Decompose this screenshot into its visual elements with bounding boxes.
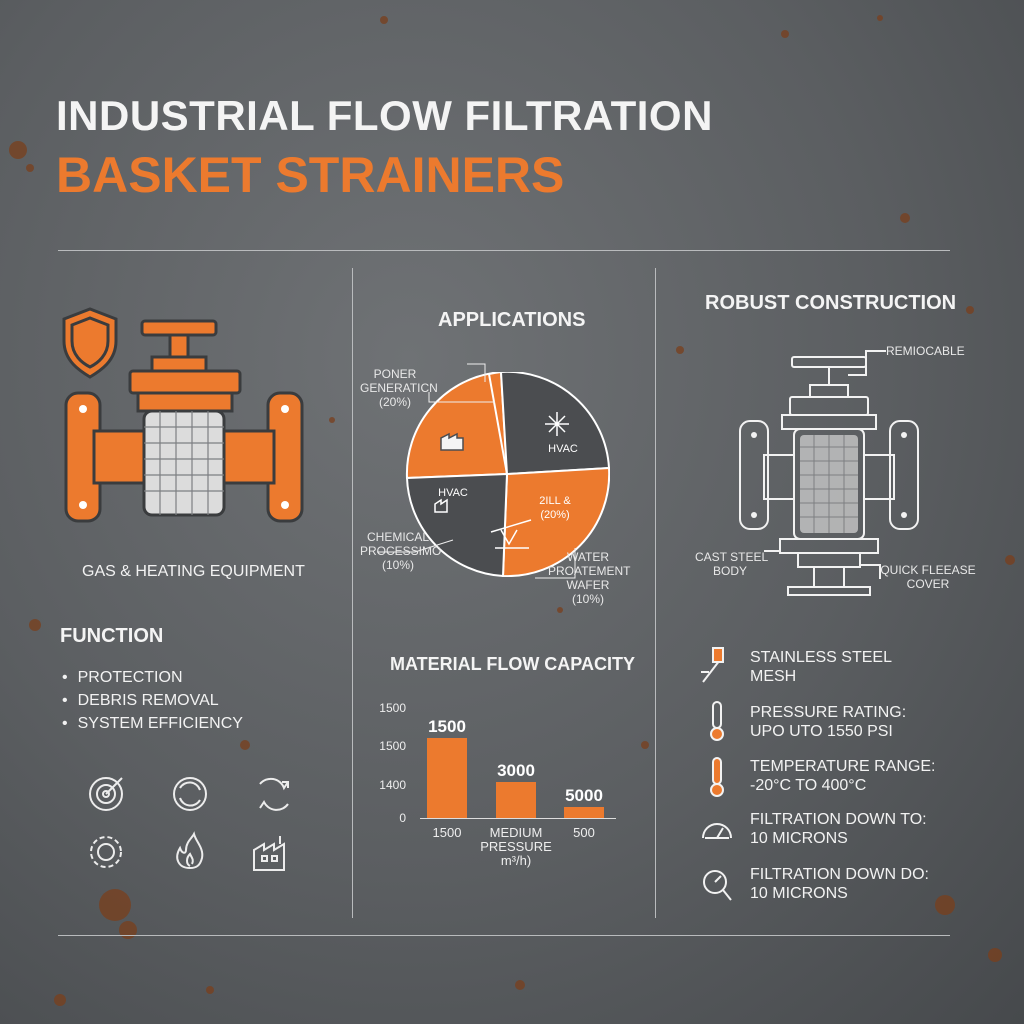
spec-temperature: TEMPERATURE RANGE: -20°C TO 400°C	[750, 758, 936, 794]
pie-label-power: PONER GENERATICN (20%)	[360, 367, 438, 409]
y-tick-label: 1400	[379, 778, 406, 792]
function-heading: FUNCTION	[60, 625, 164, 647]
recycle-icon	[259, 777, 289, 811]
function-icons	[89, 777, 289, 871]
factory-icon	[440, 432, 464, 451]
bar-value-label: 5000	[565, 786, 603, 805]
construction-heading: ROBUST CONSTRUCTION	[705, 292, 957, 314]
x-category-label: 1500	[432, 825, 462, 840]
bar	[496, 782, 536, 818]
applications-heading: APPLICATIONS	[438, 309, 586, 331]
factory-icon	[253, 836, 285, 871]
callout-removable: REMIOCABLE	[886, 344, 965, 358]
y-tick-label: 1500	[379, 739, 406, 753]
thermometer-icon	[710, 701, 724, 741]
applications-pie-chart: HVAC HVAC 2ILL & (20%)	[405, 372, 610, 577]
gear-icon	[90, 836, 122, 868]
gauge-search-icon	[703, 870, 732, 901]
y-tick-label: 0	[399, 811, 406, 825]
small-factory-icon	[434, 498, 448, 513]
pie-label-water: WATER PROATEMENT WAFER (10%)	[548, 550, 631, 606]
callout-body: CAST STEEL BODY	[695, 550, 769, 578]
column-divider-1	[352, 268, 353, 918]
bottom-divider	[58, 935, 950, 936]
pie-slice-oil-gas	[501, 466, 610, 577]
strainer-line-drawing	[739, 350, 919, 596]
flame-icon	[176, 831, 204, 870]
spec-pressure: PRESSURE RATING: UPO UTO 1550 PSI	[750, 704, 907, 740]
target-icon	[89, 777, 123, 811]
cycle-icon	[173, 777, 207, 811]
bar	[564, 807, 604, 818]
top-divider	[58, 250, 950, 251]
spec-mesh: STAINLESS STEEL MESH	[750, 649, 892, 685]
spec-icons	[701, 647, 732, 901]
bar-value-label: 3000	[497, 761, 535, 780]
equipment-label: GAS & HEATING EQUIPMENT	[82, 563, 305, 580]
gauge-icon	[702, 823, 732, 839]
shield-icon	[62, 307, 118, 379]
bar	[427, 738, 467, 818]
list-item: SYSTEM EFFICIENCY	[62, 712, 243, 735]
snowflake-icon	[545, 412, 569, 436]
strainer-valve-illustration	[62, 307, 304, 523]
list-item: PROTECTION	[62, 666, 243, 689]
title-line-2: BASKET STRAINERS	[56, 147, 565, 203]
flow-capacity-heading: MATERIAL FLOW CAPACITY	[390, 654, 635, 674]
mesh-icon	[701, 647, 724, 683]
pie-label-oil-gas: 2ILL &	[539, 495, 571, 507]
y-tick-label: 1500	[379, 701, 406, 715]
x-axis-line	[420, 818, 616, 819]
pie-label-hvac-left: HVAC	[438, 487, 468, 499]
pie-label-chemical: CHEMICAL PROCESSIMO (10%)	[360, 530, 442, 572]
pie-leader-lines	[377, 363, 576, 579]
spec-filtration-1: FILTRATION DOWN TO: 10 MICRONS	[750, 811, 927, 847]
pie-slice-power-generation	[405, 372, 509, 480]
list-item: DEBRIS REMOVAL	[62, 689, 243, 712]
title-line-1: INDUSTRIAL FLOW FILTRATION	[56, 92, 713, 139]
function-list: PROTECTION DEBRIS REMOVAL SYSTEM EFFICIE…	[62, 666, 243, 735]
thermometer-hot-icon	[710, 757, 724, 797]
pie-label-oil-gas-pct: (20%)	[540, 509, 569, 521]
oil-pump-icon	[490, 519, 532, 549]
bar-value-label: 1500	[428, 717, 466, 736]
spec-filtration-2: FILTRATION DOWN DO: 10 MICRONS	[750, 866, 929, 902]
callout-cover: QUICK FLEEASE COVER	[880, 563, 976, 591]
pie-label-hvac-top: HVAC	[548, 443, 578, 455]
x-category-label: 500	[573, 825, 595, 840]
column-divider-2	[655, 268, 656, 918]
